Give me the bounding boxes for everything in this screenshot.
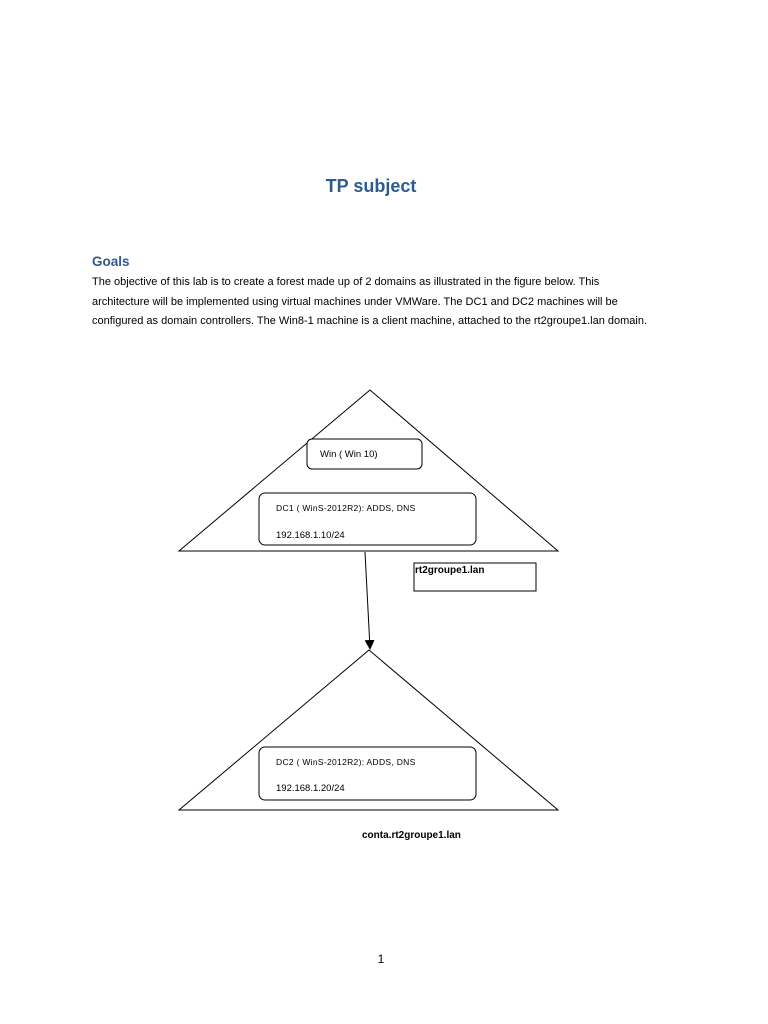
dc1-ip-label: 192.168.1.10/24 [276,530,345,541]
dc2-box [258,746,477,801]
paragraph-line: The objective of this lab is to create a… [92,276,600,288]
dc2-roles-label: DC2 ( WinS-2012R2): ADDS, DNS [276,757,416,767]
client-machine-label: Win ( Win 10) [320,449,378,460]
page-title: TP subject [325,176,417,196]
paragraph-line: configured as domain controllers. The Wi… [92,315,647,327]
client-machine-box [306,438,423,470]
bottom-domain-name-label: conta.rt2groupe1.lan [362,830,461,841]
goals-paragraph: The objective of this lab is to create a… [92,273,692,332]
section-heading-goals: Goals [92,254,130,269]
top-domain-name-label: rt2groupe1.lan [415,565,484,576]
bottom-domain-triangle [177,649,560,811]
paragraph-line: architecture will be implemented using v… [92,295,618,308]
top-domain-name-box [413,562,537,592]
trust-arrow [364,551,375,650]
page-number: 1 [377,952,385,966]
dc2-ip-label: 192.168.1.20/24 [276,783,345,794]
dc1-roles-label: DC1 ( WinS-2012R2): ADDS, DNS [276,503,416,513]
dc1-box [258,492,477,546]
top-domain-triangle [177,389,560,552]
